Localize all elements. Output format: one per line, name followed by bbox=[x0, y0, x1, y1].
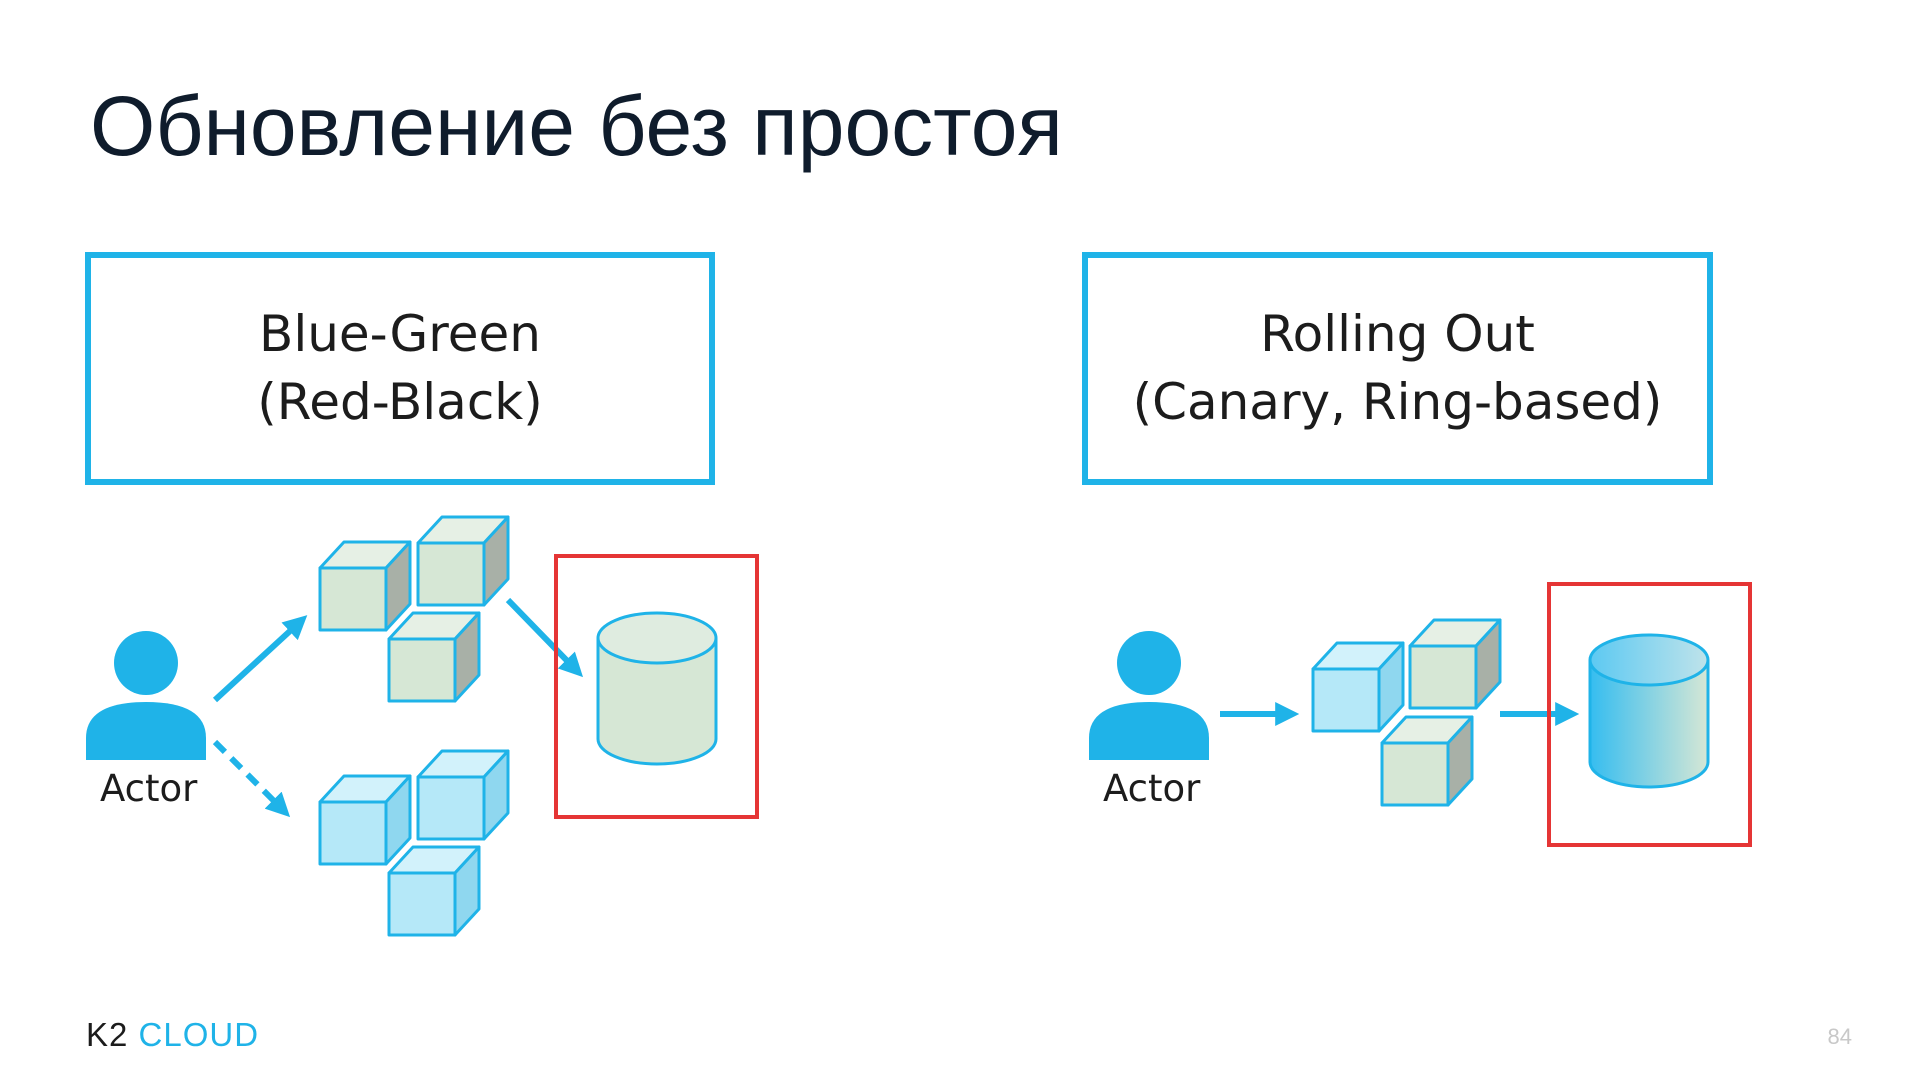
blue-green-box: Blue-Green (Red-Black) bbox=[85, 252, 715, 485]
arrow-to-new-version bbox=[212, 739, 291, 818]
actor-label-right: Actor bbox=[1103, 767, 1201, 810]
cube-blue-2 bbox=[416, 749, 510, 841]
logo-k2: K2 bbox=[86, 1016, 129, 1053]
page-number: 84 bbox=[1827, 1024, 1852, 1049]
blue-green-subtitle: (Red-Black) bbox=[257, 372, 543, 431]
database-highlight-right bbox=[1547, 582, 1752, 847]
company-logo: K2 CLOUD bbox=[86, 1016, 259, 1054]
rolling-out-title: Rolling Out bbox=[1260, 305, 1535, 363]
database-highlight-left bbox=[554, 554, 759, 819]
slide-title: Обновление без простоя bbox=[90, 79, 1063, 173]
cube-blue-canary bbox=[1311, 641, 1405, 733]
rolling-out-box: Rolling Out (Canary, Ring-based) bbox=[1082, 252, 1713, 485]
database-left-icon bbox=[596, 611, 718, 766]
cube-blue-3 bbox=[387, 845, 481, 937]
cube-green-2 bbox=[416, 515, 510, 607]
blue-green-title: Blue-Green bbox=[259, 305, 541, 363]
database-right-icon bbox=[1588, 633, 1710, 789]
cube-green-3 bbox=[387, 611, 481, 703]
rolling-out-subtitle: (Canary, Ring-based) bbox=[1132, 372, 1663, 431]
cube-green-1 bbox=[318, 540, 412, 632]
actor-right-icon bbox=[1089, 631, 1209, 760]
actor-label-left: Actor bbox=[100, 767, 198, 810]
cube-green-5 bbox=[1380, 715, 1474, 807]
actor-left-icon bbox=[86, 631, 206, 760]
logo-cloud: CLOUD bbox=[138, 1016, 260, 1053]
arrow-to-old-version bbox=[212, 615, 308, 703]
cube-green-4 bbox=[1408, 618, 1502, 710]
arrow-to-database bbox=[505, 597, 584, 678]
cube-blue-1 bbox=[318, 774, 412, 866]
